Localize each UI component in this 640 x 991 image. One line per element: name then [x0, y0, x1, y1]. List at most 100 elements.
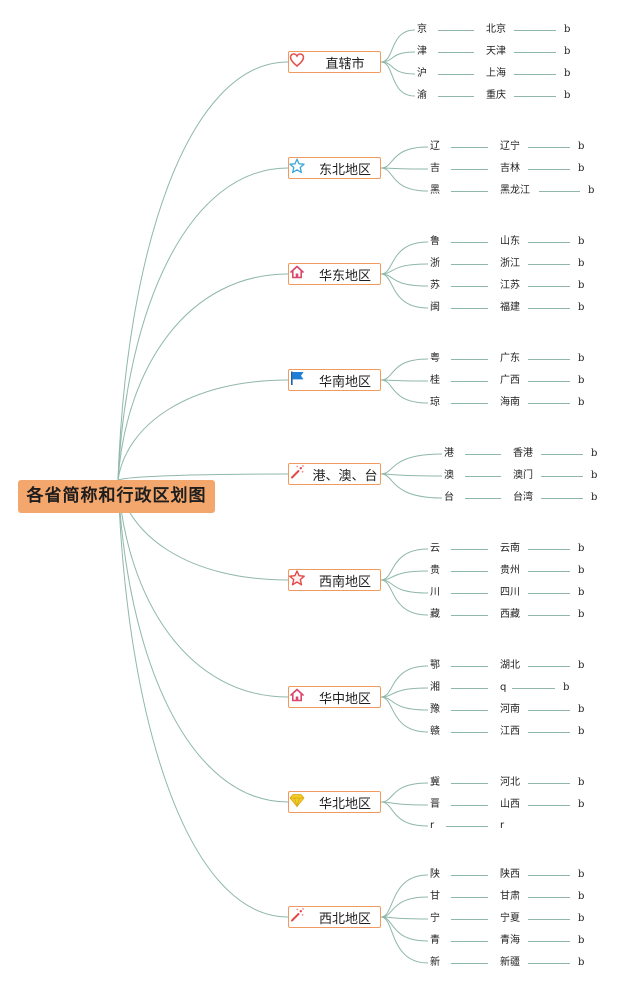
- province-abbr[interactable]: 琼: [430, 397, 440, 408]
- province-name[interactable]: 湖北: [500, 660, 520, 671]
- suffix-label[interactable]: b: [578, 726, 585, 737]
- province-abbr[interactable]: 云: [430, 543, 440, 554]
- province-name[interactable]: 广西: [500, 375, 520, 386]
- region-node[interactable]: 直辖市: [288, 51, 381, 73]
- suffix-label[interactable]: b: [588, 185, 595, 196]
- province-abbr[interactable]: 新: [430, 957, 440, 968]
- suffix-label[interactable]: b: [578, 543, 585, 554]
- province-abbr[interactable]: 甘: [430, 891, 440, 902]
- suffix-label[interactable]: b: [578, 141, 585, 152]
- province-name[interactable]: 陕西: [500, 869, 520, 880]
- province-name[interactable]: 贵州: [500, 565, 520, 576]
- province-name[interactable]: 北京: [486, 24, 506, 35]
- region-node[interactable]: 西南地区: [288, 569, 381, 591]
- province-name[interactable]: 山西: [500, 799, 520, 810]
- province-abbr[interactable]: 陕: [430, 869, 440, 880]
- province-name[interactable]: 浙江: [500, 258, 520, 269]
- province-name[interactable]: 台湾: [513, 492, 533, 503]
- province-abbr[interactable]: 港: [444, 448, 454, 459]
- province-abbr[interactable]: 沪: [417, 68, 427, 79]
- suffix-label[interactable]: b: [578, 302, 585, 313]
- suffix-label[interactable]: b: [578, 353, 585, 364]
- region-node[interactable]: 东北地区: [288, 157, 381, 179]
- province-name[interactable]: 河南: [500, 704, 520, 715]
- root-node[interactable]: 各省简称和行政区划图: [18, 480, 215, 513]
- province-abbr[interactable]: 桂: [430, 375, 440, 386]
- province-abbr[interactable]: 藏: [430, 609, 440, 620]
- suffix-label[interactable]: b: [578, 397, 585, 408]
- suffix-label[interactable]: b: [591, 448, 598, 459]
- suffix-label[interactable]: b: [578, 163, 585, 174]
- province-abbr[interactable]: 台: [444, 492, 454, 503]
- province-name[interactable]: 新疆: [500, 957, 520, 968]
- province-abbr[interactable]: 鄂: [430, 660, 440, 671]
- suffix-label[interactable]: b: [578, 799, 585, 810]
- province-name[interactable]: 吉林: [500, 163, 520, 174]
- suffix-label[interactable]: b: [578, 258, 585, 269]
- suffix-label[interactable]: b: [578, 704, 585, 715]
- province-abbr[interactable]: 贵: [430, 565, 440, 576]
- suffix-label[interactable]: b: [578, 280, 585, 291]
- province-abbr[interactable]: 黑: [430, 185, 440, 196]
- province-name[interactable]: q: [500, 682, 507, 693]
- province-name[interactable]: 西藏: [500, 609, 520, 620]
- province-name[interactable]: r: [500, 820, 505, 831]
- province-abbr[interactable]: 赣: [430, 726, 440, 737]
- suffix-label[interactable]: b: [578, 777, 585, 788]
- province-name[interactable]: 江西: [500, 726, 520, 737]
- suffix-label[interactable]: b: [578, 891, 585, 902]
- region-node[interactable]: 华南地区: [288, 369, 381, 391]
- suffix-label[interactable]: b: [578, 935, 585, 946]
- province-name[interactable]: 云南: [500, 543, 520, 554]
- province-abbr[interactable]: 津: [417, 46, 427, 57]
- province-name[interactable]: 四川: [500, 587, 520, 598]
- province-name[interactable]: 江苏: [500, 280, 520, 291]
- province-abbr[interactable]: 辽: [430, 141, 440, 152]
- suffix-label[interactable]: b: [578, 609, 585, 620]
- province-name[interactable]: 广东: [500, 353, 520, 364]
- province-name[interactable]: 辽宁: [500, 141, 520, 152]
- province-abbr[interactable]: 渝: [417, 90, 427, 101]
- province-abbr[interactable]: 闽: [430, 302, 440, 313]
- province-abbr[interactable]: r: [430, 820, 435, 831]
- suffix-label[interactable]: b: [578, 587, 585, 598]
- province-abbr[interactable]: 吉: [430, 163, 440, 174]
- region-node[interactable]: 华东地区: [288, 263, 381, 285]
- province-name[interactable]: 海南: [500, 397, 520, 408]
- suffix-label[interactable]: b: [564, 46, 571, 57]
- province-abbr[interactable]: 苏: [430, 280, 440, 291]
- province-abbr[interactable]: 湘: [430, 682, 440, 693]
- suffix-label[interactable]: b: [578, 375, 585, 386]
- province-name[interactable]: 山东: [500, 236, 520, 247]
- province-abbr[interactable]: 宁: [430, 913, 440, 924]
- region-node[interactable]: 华中地区: [288, 686, 381, 708]
- province-abbr[interactable]: 豫: [430, 704, 440, 715]
- province-abbr[interactable]: 晋: [430, 799, 440, 810]
- province-abbr[interactable]: 川: [430, 587, 440, 598]
- suffix-label[interactable]: b: [563, 682, 570, 693]
- province-abbr[interactable]: 青: [430, 935, 440, 946]
- suffix-label[interactable]: b: [578, 869, 585, 880]
- province-abbr[interactable]: 京: [417, 24, 427, 35]
- province-abbr[interactable]: 粤: [430, 353, 440, 364]
- province-name[interactable]: 天津: [486, 46, 506, 57]
- suffix-label[interactable]: b: [591, 470, 598, 481]
- suffix-label[interactable]: b: [564, 24, 571, 35]
- province-name[interactable]: 重庆: [486, 90, 506, 101]
- province-abbr[interactable]: 冀: [430, 777, 440, 788]
- suffix-label[interactable]: b: [578, 236, 585, 247]
- region-node[interactable]: 港、澳、台: [288, 463, 381, 485]
- province-name[interactable]: 上海: [486, 68, 506, 79]
- suffix-label[interactable]: b: [578, 565, 585, 576]
- province-name[interactable]: 河北: [500, 777, 520, 788]
- province-name[interactable]: 甘肃: [500, 891, 520, 902]
- suffix-label[interactable]: b: [564, 68, 571, 79]
- province-abbr[interactable]: 浙: [430, 258, 440, 269]
- suffix-label[interactable]: b: [591, 492, 598, 503]
- suffix-label[interactable]: b: [578, 660, 585, 671]
- province-name[interactable]: 香港: [513, 448, 533, 459]
- suffix-label[interactable]: b: [578, 913, 585, 924]
- region-node[interactable]: 西北地区: [288, 906, 381, 928]
- province-name[interactable]: 青海: [500, 935, 520, 946]
- province-name[interactable]: 澳门: [513, 470, 533, 481]
